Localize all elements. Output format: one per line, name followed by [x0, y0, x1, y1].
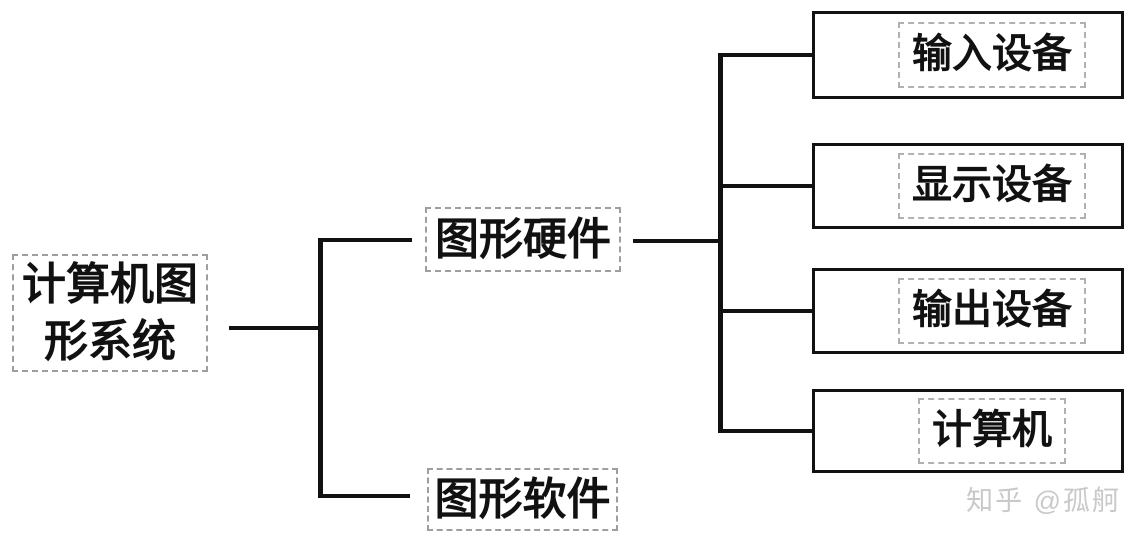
- node-input-device: 输入设备: [812, 11, 1124, 99]
- node-graphics-hardware: 图形硬件: [425, 207, 621, 272]
- node-computer: 计算机: [812, 389, 1124, 473]
- zhihu-watermark: 知乎 @孤舸: [966, 486, 1121, 516]
- node-graphics-hardware-label: 图形硬件: [435, 214, 611, 264]
- connector-trunk2-vertical: [718, 53, 723, 433]
- connector-hardware-to-trunk2: [633, 239, 723, 243]
- connector-trunk1-to-software: [318, 494, 410, 498]
- connector-trunk1-to-hardware: [318, 238, 412, 242]
- node-input-device-label: 输入设备: [898, 22, 1086, 88]
- node-computer-label: 计算机: [918, 398, 1066, 464]
- connector-root-to-trunk1: [229, 326, 322, 330]
- node-root-label: 计算机图形系统: [22, 259, 198, 366]
- node-graphics-software-label: 图形软件: [434, 474, 611, 524]
- node-graphics-software: 图形软件: [427, 468, 618, 531]
- node-output-device: 输出设备: [812, 268, 1124, 354]
- connector-to-leaf-input-device: [718, 53, 812, 57]
- node-output-device-label: 输出设备: [898, 278, 1086, 344]
- connector-to-leaf-display-device: [718, 184, 812, 188]
- connector-to-leaf-output-device: [718, 309, 812, 313]
- node-display-device-label: 显示设备: [898, 153, 1086, 219]
- connector-trunk1-vertical: [318, 238, 323, 498]
- node-root-computer-graphics-system: 计算机图形系统: [12, 254, 208, 372]
- connector-to-leaf-computer: [718, 429, 812, 433]
- node-display-device: 显示设备: [812, 143, 1124, 229]
